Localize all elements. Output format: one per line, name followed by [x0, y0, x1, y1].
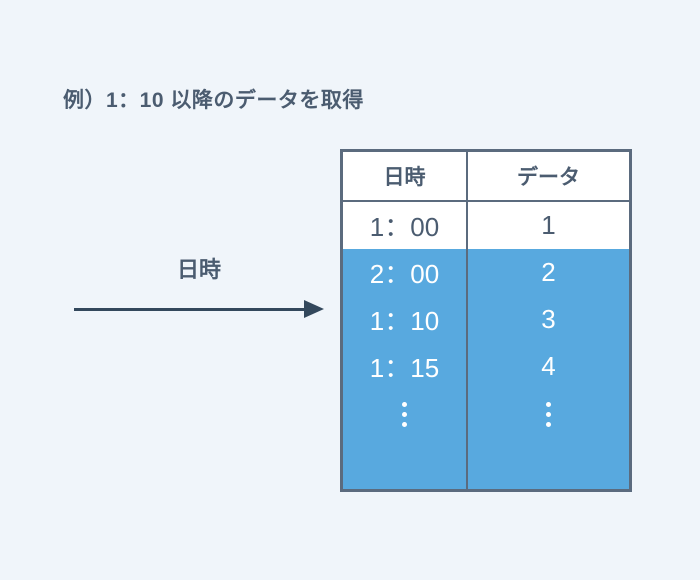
table-filler-row — [343, 438, 629, 489]
time-cell: 1：00 — [343, 202, 468, 249]
table-header-row: 日時 データ — [343, 152, 629, 202]
value-cell: 1 — [541, 210, 556, 240]
header-cell-datetime: 日時 — [343, 152, 468, 200]
value-cell — [468, 438, 629, 489]
vertical-ellipsis-icon — [546, 401, 551, 407]
value-cell — [468, 390, 629, 438]
table-row: 1：00 1 — [343, 202, 629, 249]
datetime-axis-label: 日時 — [176, 257, 221, 282]
time-cell: 1：10 — [343, 296, 468, 343]
time-cell: 2：00 — [343, 249, 468, 296]
header-cell-data: データ — [517, 166, 580, 189]
arrow-head — [304, 300, 324, 318]
data-table: 日時 データ 1：00 1 2：00 2 1：10 3 1：15 4 — [340, 149, 632, 492]
arrow-line — [74, 308, 306, 311]
table-row: 2：00 2 — [343, 249, 629, 296]
vertical-ellipsis-icon — [402, 401, 407, 407]
right-arrow-icon — [74, 300, 324, 318]
datetime-axis: 日時 — [74, 256, 324, 318]
table-row: 1：15 4 — [343, 343, 629, 390]
value-cell: 4 — [541, 351, 556, 381]
table-row: 1：10 3 — [343, 296, 629, 343]
value-cell: 2 — [541, 257, 556, 287]
diagram-title: 例）1：10 以降のデータを取得 — [63, 89, 364, 112]
time-cell: 1：15 — [343, 343, 468, 390]
time-cell — [343, 438, 468, 489]
table-row-ellipsis — [343, 390, 629, 438]
value-cell: 3 — [541, 304, 556, 334]
time-cell — [343, 390, 468, 438]
